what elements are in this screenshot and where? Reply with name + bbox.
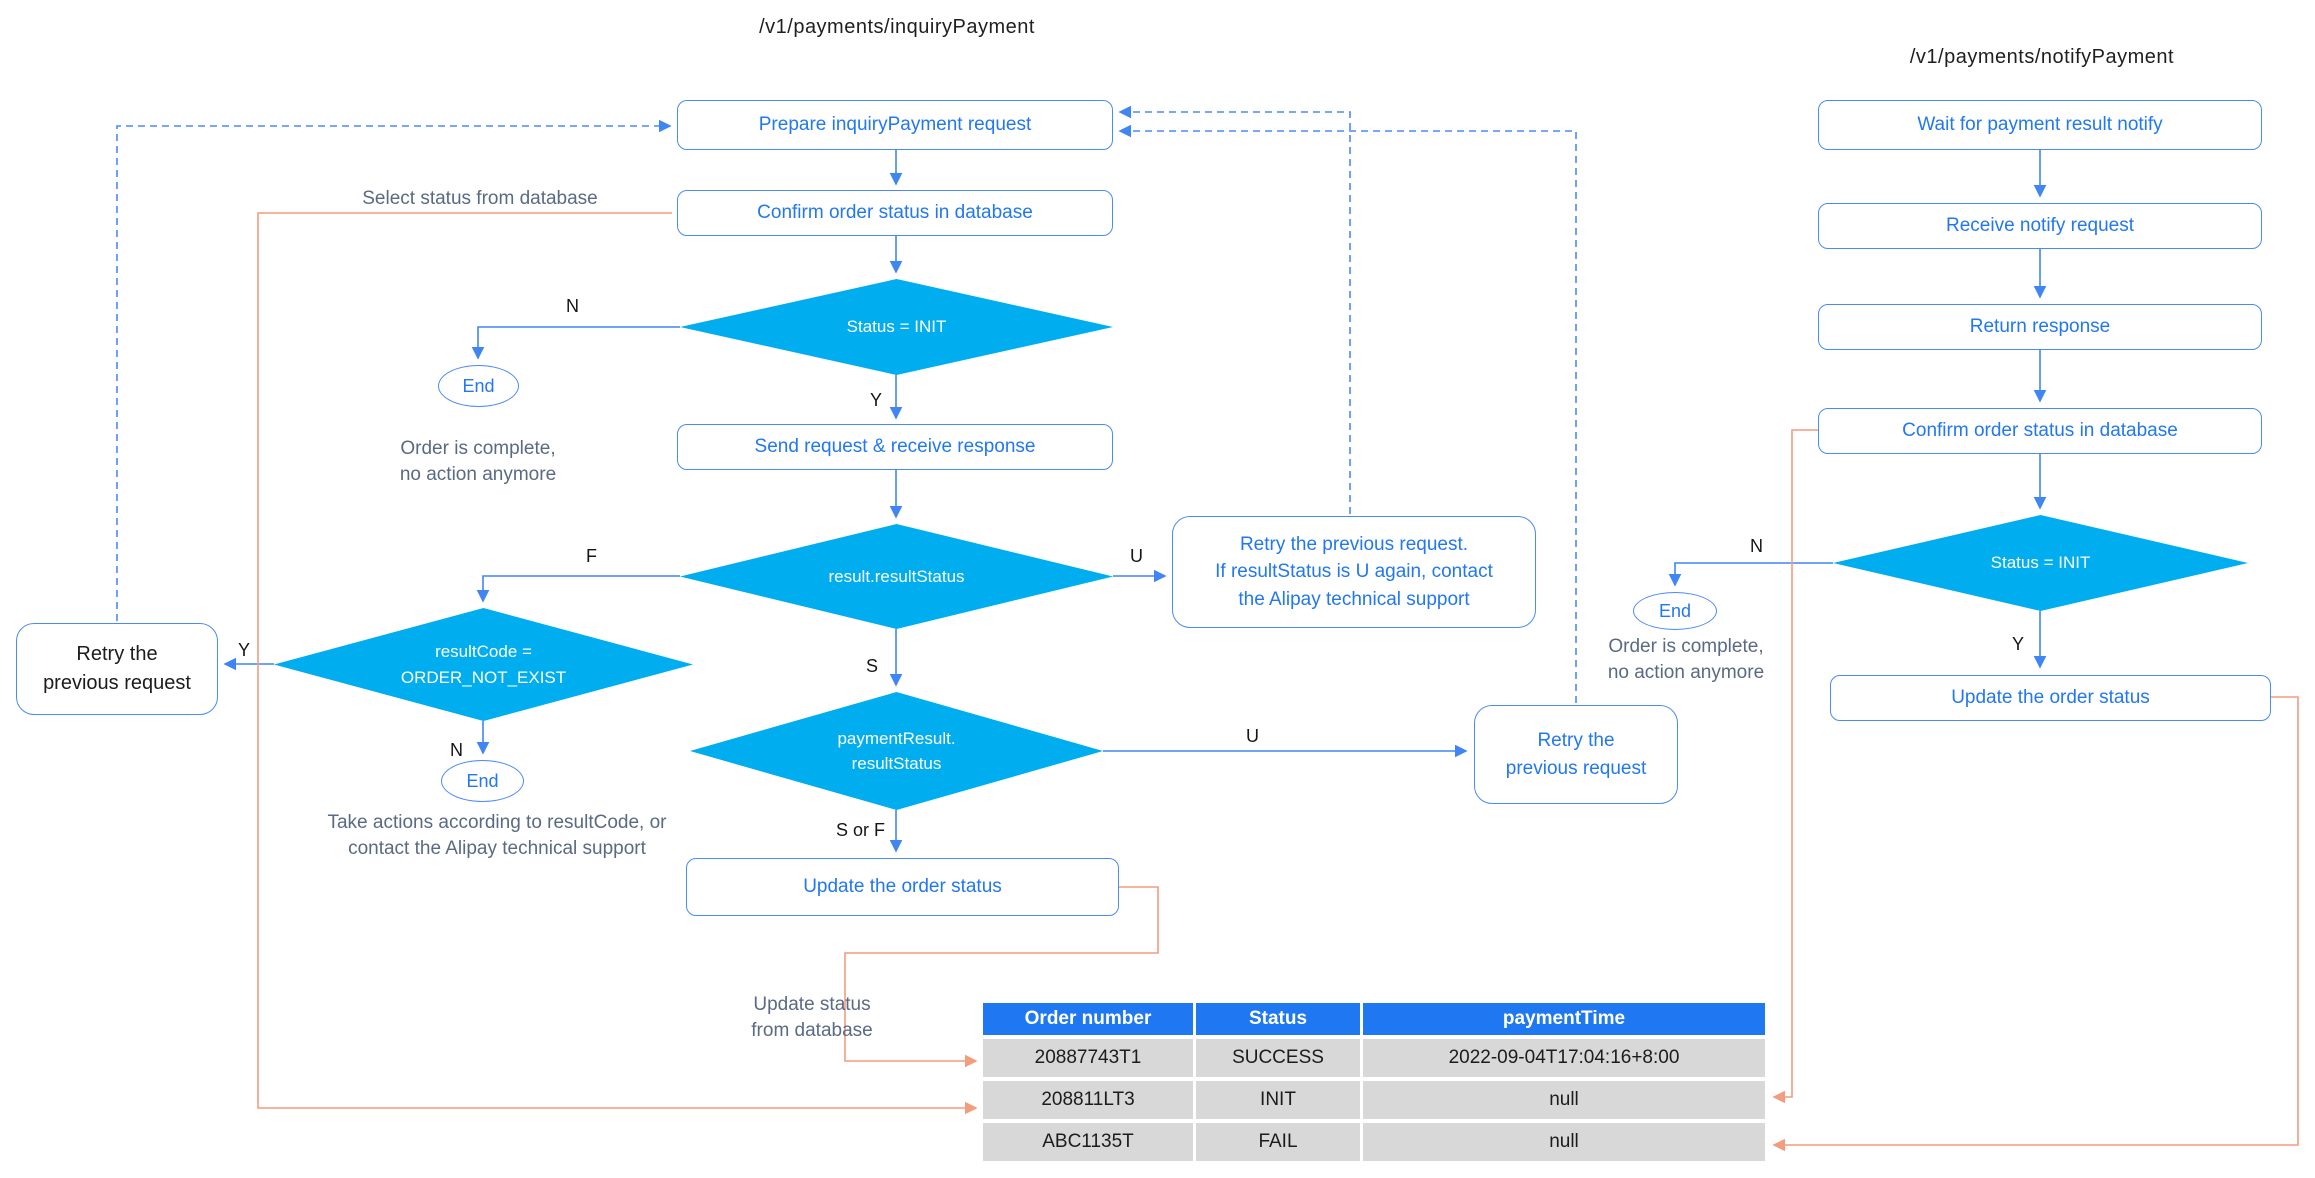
node-retry-right: Retry the previous request bbox=[1474, 705, 1678, 804]
table-header-payment-time: paymentTime bbox=[1363, 1003, 1765, 1035]
edge-label-u2: U bbox=[1246, 726, 1259, 746]
edge-label-y2: Y bbox=[238, 640, 251, 660]
flow-title-inquiry: /v1/payments/inquiryPayment bbox=[759, 16, 1035, 38]
edge-label-f: F bbox=[586, 546, 597, 566]
note-take-actions: Take actions according to resultCode, or… bbox=[327, 812, 667, 859]
table-cell: 208811LT3 bbox=[983, 1081, 1193, 1119]
table-cell: 20887743T1 bbox=[983, 1039, 1193, 1077]
node-wait-notify: Wait for payment result notify bbox=[1818, 100, 2262, 150]
table-cell: 2022-09-04T17:04:16+8:00 bbox=[1363, 1039, 1765, 1077]
table-header-status: Status bbox=[1196, 1003, 1360, 1035]
edge-label-y1: Y bbox=[870, 390, 883, 410]
flow-title-notify: /v1/payments/notifyPayment bbox=[1909, 46, 2175, 68]
table-cell: INIT bbox=[1196, 1081, 1360, 1119]
edge-label-y-right: Y bbox=[2012, 634, 2025, 654]
table-cell: null bbox=[1363, 1123, 1765, 1161]
node-retry-u-note: Retry the previous request. If resultSta… bbox=[1172, 516, 1536, 628]
end-node-1: End bbox=[438, 365, 519, 407]
order-status-table: Order number Status paymentTime 20887743… bbox=[983, 1003, 1765, 1161]
node-update-order-status-right: Update the order status bbox=[1830, 675, 2271, 721]
node-send-receive: Send request & receive response bbox=[677, 424, 1113, 470]
node-prepare-request: Prepare inquiryPayment request bbox=[677, 100, 1113, 150]
end-node-3: End bbox=[1633, 592, 1717, 630]
edge-label-n-right: N bbox=[1750, 536, 1763, 556]
node-receive-notify: Receive notify request bbox=[1818, 203, 2262, 249]
arrow-status-n-to-end-right bbox=[1668, 562, 1833, 587]
decision-status-init: Status = INIT bbox=[680, 279, 1113, 375]
node-retry-left: Retry the previous request bbox=[16, 623, 218, 715]
arrow-status-n-to-end bbox=[471, 326, 680, 360]
decision-payment-result: paymentResult. resultStatus bbox=[690, 692, 1103, 810]
edge-label-n1: N bbox=[566, 296, 579, 316]
edge-label-u1: U bbox=[1130, 546, 1143, 566]
end-node-2: End bbox=[441, 760, 524, 802]
decision-result-code: resultCode = ORDER_NOT_EXIST bbox=[274, 608, 693, 721]
decision-result-status: result.resultStatus bbox=[680, 524, 1113, 629]
orange-update-right-to-row3 bbox=[1772, 696, 2299, 1152]
dashed-retrynote-to-prepare bbox=[1118, 105, 1351, 514]
table-cell: null bbox=[1363, 1081, 1765, 1119]
arrow-resultstatus-f-to-resultcode bbox=[476, 575, 680, 603]
edge-label-s: S bbox=[866, 656, 879, 676]
edge-label-s-or-f: S or F bbox=[836, 820, 886, 840]
table-cell: ABC1135T bbox=[983, 1123, 1193, 1161]
node-return-response: Return response bbox=[1818, 304, 2262, 350]
note-update-status: Update status from database bbox=[751, 994, 873, 1041]
node-confirm-status-db-right: Confirm order status in database bbox=[1818, 408, 2262, 454]
edge-label-n2: N bbox=[450, 740, 463, 760]
note-select-status: Select status from database bbox=[362, 188, 598, 209]
table-header-order-number: Order number bbox=[983, 1003, 1193, 1035]
node-confirm-status-db: Confirm order status in database bbox=[677, 190, 1113, 236]
node-update-order-status: Update the order status bbox=[686, 858, 1119, 916]
decision-status-init-right: Status = INIT bbox=[1833, 515, 2248, 611]
table-cell: FAIL bbox=[1196, 1123, 1360, 1161]
table-cell: SUCCESS bbox=[1196, 1039, 1360, 1077]
orange-confirm-right-to-row2 bbox=[1772, 429, 1818, 1104]
note-order-complete-right: Order is complete, no action anymore bbox=[1607, 636, 1765, 683]
note-order-complete-left: Order is complete, no action anymore bbox=[399, 438, 557, 485]
